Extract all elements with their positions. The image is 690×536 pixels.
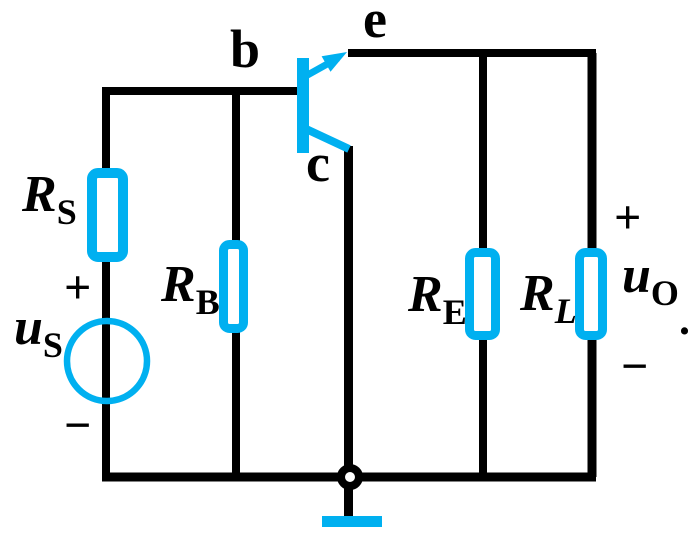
resistor-rl-label: RL (520, 265, 577, 330)
output-minus-sign: − (621, 340, 649, 393)
ground-icon (322, 516, 382, 527)
resistor-rb-icon (219, 240, 248, 333)
output-label-period: . (679, 295, 690, 344)
source-plus-sign: + (64, 261, 92, 314)
rb-subscript: B (195, 282, 220, 322)
transistor-emitter-arrow-icon (321, 52, 347, 72)
rl-subscript: L (554, 291, 577, 331)
us-symbol: u (14, 299, 43, 356)
re-subscript: E (442, 292, 467, 332)
uo-subscript: O (650, 273, 679, 313)
uo-symbol: u (622, 247, 651, 304)
source-voltage-label: uS (14, 299, 63, 364)
resistor-rs-label: RS (22, 166, 77, 231)
terminal-label-e: e (363, 0, 387, 49)
resistor-rb-label: RB (161, 256, 220, 321)
transistor-collector-line (302, 124, 351, 153)
resistor-rl-icon (575, 248, 607, 340)
terminal-label-b: b (230, 19, 261, 79)
resistor-rs-icon (87, 168, 128, 262)
resistor-re-icon (465, 248, 500, 340)
us-subscript: S (42, 325, 63, 365)
rb-symbol: R (161, 256, 196, 313)
re-symbol: R (408, 266, 443, 323)
junction-dot-icon (337, 464, 363, 490)
rs-symbol: R (22, 166, 57, 223)
npn-transistor-icon (297, 52, 351, 153)
rs-subscript: S (56, 192, 77, 232)
resistor-re-label: RE (408, 266, 467, 331)
output-voltage-label: uO (622, 247, 679, 312)
source-minus-sign: − (64, 399, 92, 452)
terminal-label-c: c (306, 133, 330, 193)
voltage-source-icon (63, 317, 151, 405)
rl-symbol: R (520, 265, 555, 322)
output-plus-sign: + (614, 191, 642, 244)
